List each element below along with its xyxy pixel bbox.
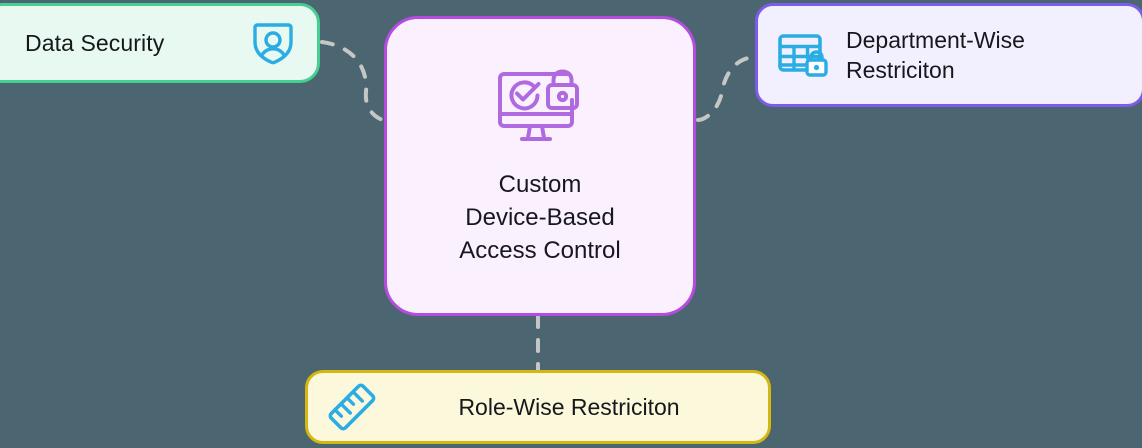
node-label-data-security: Data Security xyxy=(25,29,165,56)
node-card-custom-device-based-access-control[interactable]: Custom Device-Based Access Control xyxy=(384,16,696,316)
node-card-data-security[interactable]: Data Security xyxy=(0,3,320,83)
connector-data-security-to-center xyxy=(320,40,386,122)
node-label-department-wise-restriction: Department-Wise Restriciton xyxy=(846,27,1025,83)
node-label-custom-device-based-access-control: Custom Device-Based Access Control xyxy=(459,170,621,264)
connector-center-to-department xyxy=(696,55,756,122)
monitor-check-lock-icon xyxy=(492,66,588,150)
shield-user-icon xyxy=(251,20,295,66)
ruler-icon xyxy=(326,382,378,432)
node-card-role-wise-restriction[interactable]: Role-Wise Restriciton xyxy=(305,370,771,444)
node-card-department-wise-restriction[interactable]: Department-Wise Restriciton xyxy=(755,3,1142,107)
node-label-role-wise-restriction: Role-Wise Restriciton xyxy=(458,393,680,420)
table-lock-icon xyxy=(774,27,830,83)
